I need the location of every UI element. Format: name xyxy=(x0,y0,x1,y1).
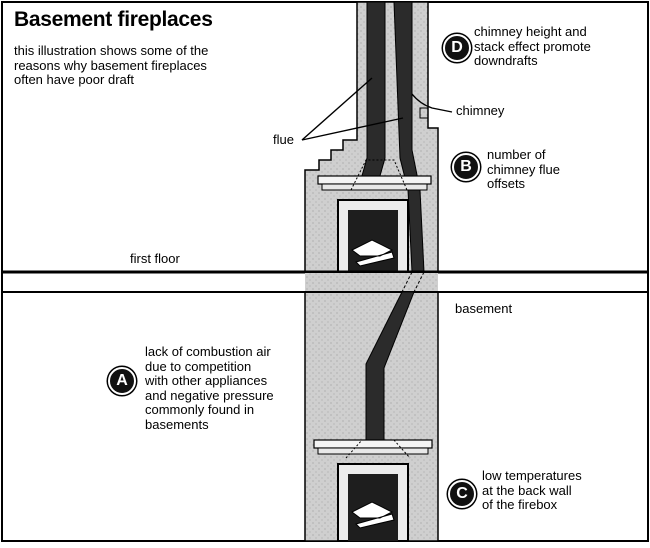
diagram-title: Basement fireplaces xyxy=(14,8,213,31)
callout-a-text: lack of combustion air due to competitio… xyxy=(145,344,274,432)
flue-leader-1 xyxy=(301,77,373,141)
callout-a-badge: A xyxy=(108,367,136,395)
basement-label: basement xyxy=(455,301,513,316)
chimney-leader xyxy=(411,93,453,113)
upper-mantel xyxy=(317,175,432,185)
flue-leader-2 xyxy=(301,117,404,141)
upper-logs xyxy=(351,239,395,267)
intro-text: this illustration shows some of the reas… xyxy=(14,43,209,88)
flue-label: flue xyxy=(273,132,294,147)
lower-mantel xyxy=(313,439,433,449)
callout-d-text: chimney height and stack effect promote … xyxy=(474,24,591,69)
chimney-label: chimney xyxy=(456,103,505,118)
lower-logs xyxy=(351,501,395,529)
callout-c-text: low temperatures at the back wall of the… xyxy=(482,468,582,513)
callout-b-badge: B xyxy=(452,153,480,181)
first-floor-label: first floor xyxy=(130,251,180,266)
callout-d-badge: D xyxy=(443,34,471,62)
callout-b-text: number of chimney flue offsets xyxy=(487,147,560,192)
callout-c-badge: C xyxy=(448,480,476,508)
